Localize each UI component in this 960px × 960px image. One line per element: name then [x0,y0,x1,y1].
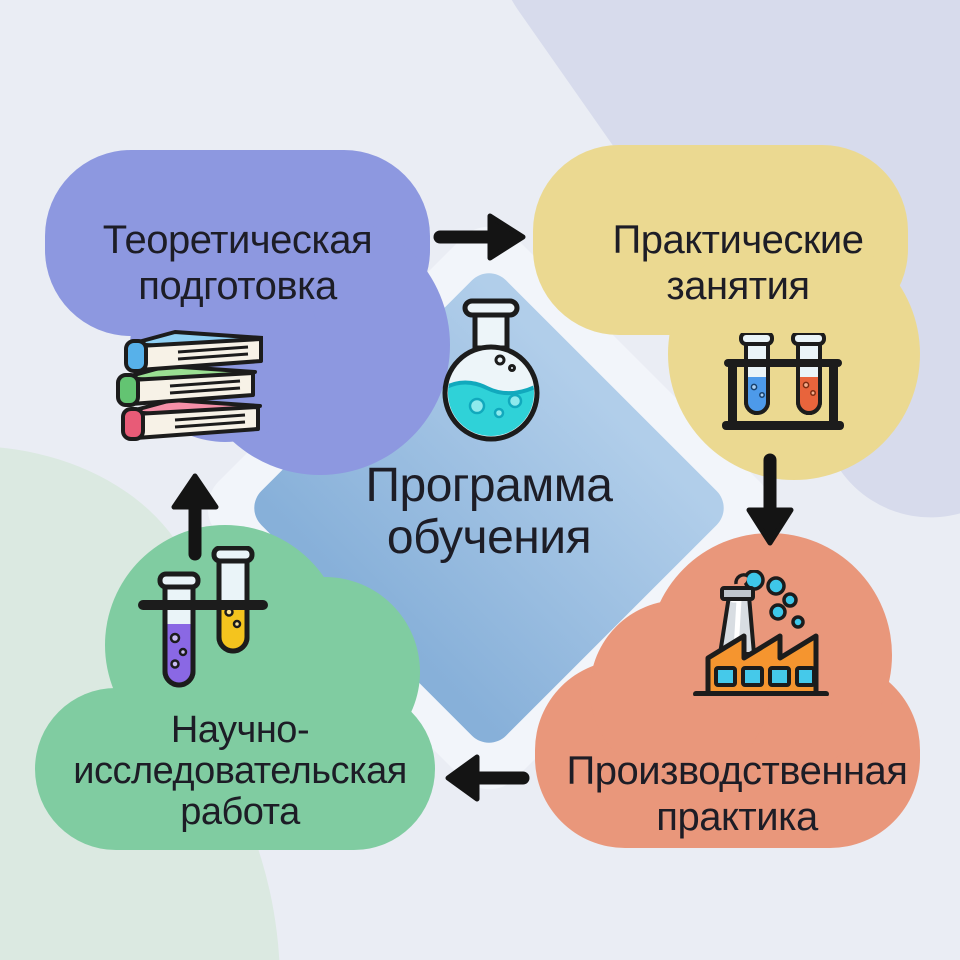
label-line: Практические [612,218,864,262]
label-line: занятия [666,264,810,308]
label-line: Теоретическая [102,218,373,262]
label-line: обучения [386,511,592,564]
research-test-tubes-icon [138,546,268,702]
label-line: практика [656,795,818,839]
label-line: Программа [365,459,613,512]
arrow-right-icon [433,213,526,261]
node-label-theoretical-training: Теоретическая подготовка [30,217,445,309]
label-line: подготовка [138,264,337,308]
center-label-training-program: Программа обучения [289,460,689,564]
test-tube-rack-icon [722,333,844,437]
factory-icon [692,570,830,696]
label-line: работа [180,791,300,833]
arrow-left-icon [445,754,530,802]
arrow-up-icon [171,473,219,561]
node-label-research-work: Научно- исследовательская работа [28,710,452,833]
node-label-industrial-practice: Производственная практика [537,748,937,840]
flask-icon [437,298,545,444]
label-line: Производственная [566,749,908,793]
node-label-practical-classes: Практические занятия [533,217,943,309]
label-line: Научно- [170,709,310,751]
books-icon [115,328,263,454]
label-line: исследовательская [73,750,407,792]
arrow-down-icon [746,453,794,546]
